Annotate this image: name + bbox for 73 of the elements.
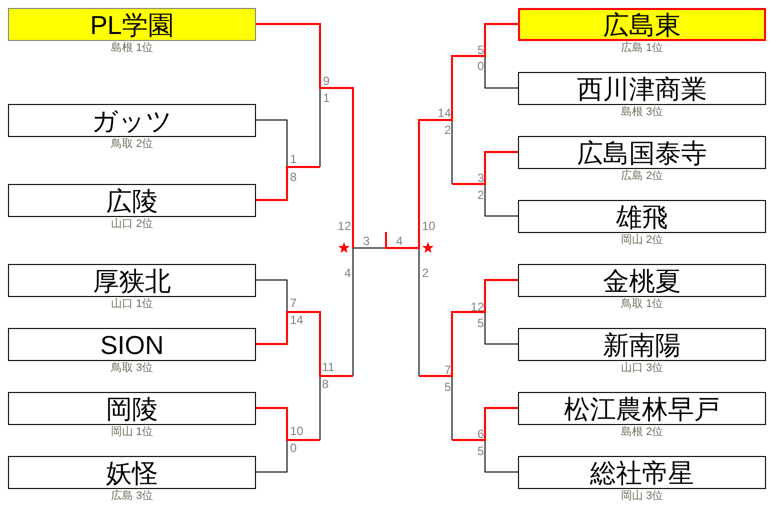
prefecture-rank-label: 岡山 3位: [620, 490, 664, 503]
score-label: 4: [344, 266, 351, 280]
team-name-box: [518, 328, 766, 361]
prefecture-rank-label: 広島 2位: [620, 170, 664, 183]
score-label: 1: [323, 91, 330, 105]
team-name-box: [8, 456, 256, 489]
team-name-box: [518, 392, 766, 425]
score-label: 6: [477, 427, 484, 441]
prefecture-rank-label: 鳥取 1位: [620, 298, 664, 311]
score-label: 8: [290, 170, 297, 184]
team-name: SION: [100, 330, 164, 360]
score-label: 9: [323, 74, 330, 88]
team-name: 新南陽: [603, 330, 681, 360]
prefecture-rank-label: 島根 2位: [620, 426, 664, 439]
team-name-box: [8, 328, 256, 361]
team-name: 厚狭北: [93, 266, 171, 296]
score-label: 0: [477, 59, 484, 73]
team-name-box: [518, 456, 766, 489]
team-name: 広島国泰寺: [577, 138, 707, 168]
prefecture-rank-label: 山口 3位: [620, 362, 664, 375]
team-name-box: [518, 264, 766, 297]
prefecture-rank-label: 岡山 1位: [110, 426, 154, 439]
team-name: 総社帝星: [590, 458, 694, 488]
team-name: 妖怪: [106, 458, 158, 488]
team-name-box: [8, 264, 256, 297]
team-name-box: [8, 184, 256, 217]
team-name: 岡陵: [106, 394, 158, 424]
team-name: ガッツ: [92, 106, 172, 136]
team-name-box: [8, 8, 256, 41]
prefecture-rank-label: 広島 3位: [110, 490, 154, 503]
score-label: 5: [444, 380, 451, 394]
team-name: 雄飛: [616, 202, 668, 232]
score-label: 8: [322, 377, 329, 391]
score-label: 1: [290, 152, 297, 166]
prefecture-rank-label: 島根 1位: [110, 42, 154, 55]
score-label: 5: [477, 316, 484, 330]
prefecture-rank-label: 島根 3位: [620, 106, 664, 119]
score-label: 7: [444, 363, 451, 377]
score-label: 3: [363, 234, 370, 248]
prefecture-rank-label: 山口 1位: [110, 298, 154, 311]
score-label: 0: [290, 441, 297, 455]
team-name-box: [8, 392, 256, 425]
prefecture-rank-label: 鳥取 3位: [110, 362, 154, 375]
team-name: 金桃夏: [603, 266, 681, 296]
score-label: 12: [338, 219, 351, 233]
prefecture-rank-label: 山口 2位: [110, 218, 154, 231]
team-name: PL学園: [90, 10, 174, 40]
score-label: 10: [422, 219, 436, 233]
score-label: 14: [438, 106, 451, 120]
team-name: 広島東: [603, 10, 681, 40]
team-name-box: [518, 72, 766, 105]
score-label: 5: [477, 43, 484, 57]
team-name: 松江農林早戸: [564, 394, 720, 424]
prefecture-rank-label: 岡山 2位: [620, 234, 664, 247]
score-label: 5: [477, 444, 484, 458]
score-label: 10: [290, 424, 304, 438]
score-label: 2: [444, 123, 451, 137]
team-name-box: [8, 104, 256, 137]
score-label: 2: [422, 266, 429, 280]
score-label: 12: [470, 300, 484, 314]
score-label: 3: [477, 171, 484, 185]
team-name: 西川津商業: [577, 74, 707, 104]
team-name-box: [518, 8, 766, 41]
score-label: 4: [396, 234, 403, 248]
team-name: 広陵: [106, 186, 158, 216]
score-label: 11: [322, 360, 334, 374]
score-label: 2: [477, 188, 484, 202]
team-name-box: [518, 136, 766, 169]
score-label: 7: [290, 296, 297, 310]
prefecture-rank-label: 広島 1位: [620, 42, 664, 55]
team-name-box: [518, 200, 766, 233]
prefecture-rank-label: 鳥取 2位: [110, 138, 154, 151]
score-label: 14: [290, 313, 304, 327]
